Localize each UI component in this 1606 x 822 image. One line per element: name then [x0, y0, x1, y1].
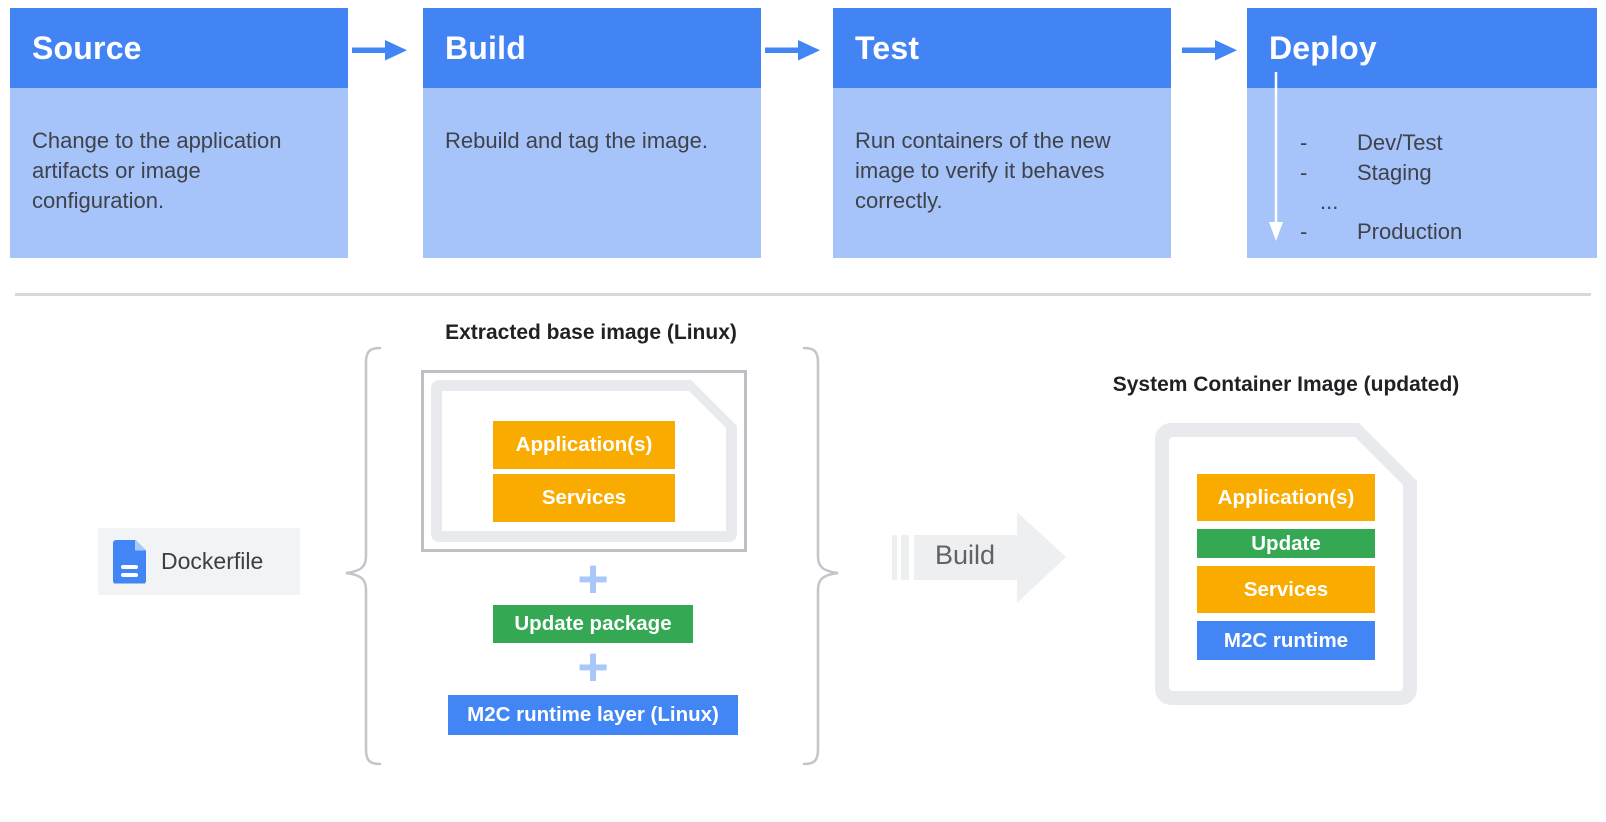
stage-source-description: Change to the application artifacts or i… — [32, 128, 282, 213]
arrow-source-to-build-icon — [352, 40, 407, 61]
section-divider — [15, 293, 1591, 296]
deploy-item-production: - Production — [1300, 217, 1597, 247]
dockerfile-chip: Dockerfile — [98, 528, 300, 595]
deploy-item-bullet — [1300, 187, 1320, 217]
stage-build-box: Build Rebuild and tag the image. — [423, 8, 761, 258]
deploy-item-label: Staging — [1357, 159, 1432, 185]
result-layer-update: Update — [1197, 529, 1375, 558]
deploy-item-label: Production — [1357, 218, 1463, 244]
update-package-bar: Update package — [493, 605, 693, 643]
stage-deploy-header: Deploy — [1247, 8, 1597, 88]
deploy-sequence-arrow-icon — [1269, 72, 1283, 241]
stage-test-description: Run containers of the new image to verif… — [855, 128, 1111, 213]
dockerfile-icon-textline — [121, 572, 138, 577]
dockerfile-document-icon — [113, 539, 146, 584]
arrow-test-to-deploy-icon — [1182, 40, 1237, 61]
plus-icon: + — [577, 637, 609, 697]
system-container-image-title: System Container Image (updated) — [1112, 373, 1460, 396]
stage-source-box: Source Change to the application artifac… — [10, 8, 348, 258]
result-layer-m2c-runtime: M2C runtime — [1197, 621, 1375, 660]
build-arrow-label: Build — [934, 540, 996, 570]
deploy-item-bullet: - — [1300, 130, 1308, 155]
stage-deploy-title: Deploy — [1269, 29, 1377, 66]
stage-source-body: Change to the application artifacts or i… — [10, 88, 348, 258]
plus-icon: + — [577, 549, 609, 609]
stage-deploy-box: Deploy - Dev/Test - Staging ... - Produ — [1247, 8, 1597, 258]
deploy-item-staging: - Staging — [1300, 158, 1597, 188]
deploy-environment-list: - Dev/Test - Staging ... - Production — [1247, 88, 1597, 246]
system-container-layers: Application(s) Update Services M2C runti… — [1169, 474, 1403, 660]
stage-test-header: Test — [833, 8, 1171, 88]
stage-source-header: Source — [10, 8, 348, 88]
extracted-image-document-icon: Application(s) Services — [431, 380, 737, 542]
runtime-layer-bar: M2C runtime layer (Linux) — [448, 695, 738, 735]
stage-test-title: Test — [855, 29, 920, 66]
layer-bar-applications: Application(s) — [493, 421, 675, 469]
layer-bar-services: Services — [493, 474, 675, 522]
deploy-item-label: ... — [1320, 189, 1339, 214]
deploy-item-bullet: - — [1300, 218, 1308, 244]
result-layer-services: Services — [1197, 566, 1375, 613]
deploy-item-dev-test: - Dev/Test — [1300, 128, 1597, 158]
stage-test-body: Run containers of the new image to verif… — [833, 88, 1171, 258]
stage-build-description: Rebuild and tag the image. — [445, 128, 708, 153]
extracted-base-image-title: Extracted base image (Linux) — [445, 321, 737, 344]
dockerfile-icon-textline — [121, 564, 138, 569]
dockerfile-label: Dockerfile — [161, 548, 264, 574]
stage-test-box: Test Run containers of the new image to … — [833, 8, 1171, 258]
stage-source-title: Source — [32, 29, 142, 66]
deploy-item-label: Dev/Test — [1357, 130, 1443, 155]
stage-build-header: Build — [423, 8, 761, 88]
build-arrow-icon — [892, 512, 1066, 603]
left-curly-brace-icon — [345, 346, 382, 766]
dockerfile-icon-fold — [135, 539, 146, 551]
deploy-item-bullet: - — [1300, 159, 1308, 185]
stage-deploy-body: - Dev/Test - Staging ... - Production — [1247, 88, 1597, 258]
extracted-image-card: Application(s) Services — [421, 370, 747, 552]
extracted-image-layers: Application(s) Services — [442, 421, 726, 522]
right-curly-brace-icon — [802, 346, 839, 766]
stage-build-title: Build — [445, 29, 526, 66]
arrow-build-to-test-icon — [765, 40, 820, 61]
deploy-item-ellipsis: ... — [1300, 187, 1597, 217]
result-layer-applications: Application(s) — [1197, 474, 1375, 521]
stage-build-body: Rebuild and tag the image. — [423, 88, 761, 258]
system-container-document-icon: Application(s) Update Services M2C runti… — [1155, 423, 1417, 705]
